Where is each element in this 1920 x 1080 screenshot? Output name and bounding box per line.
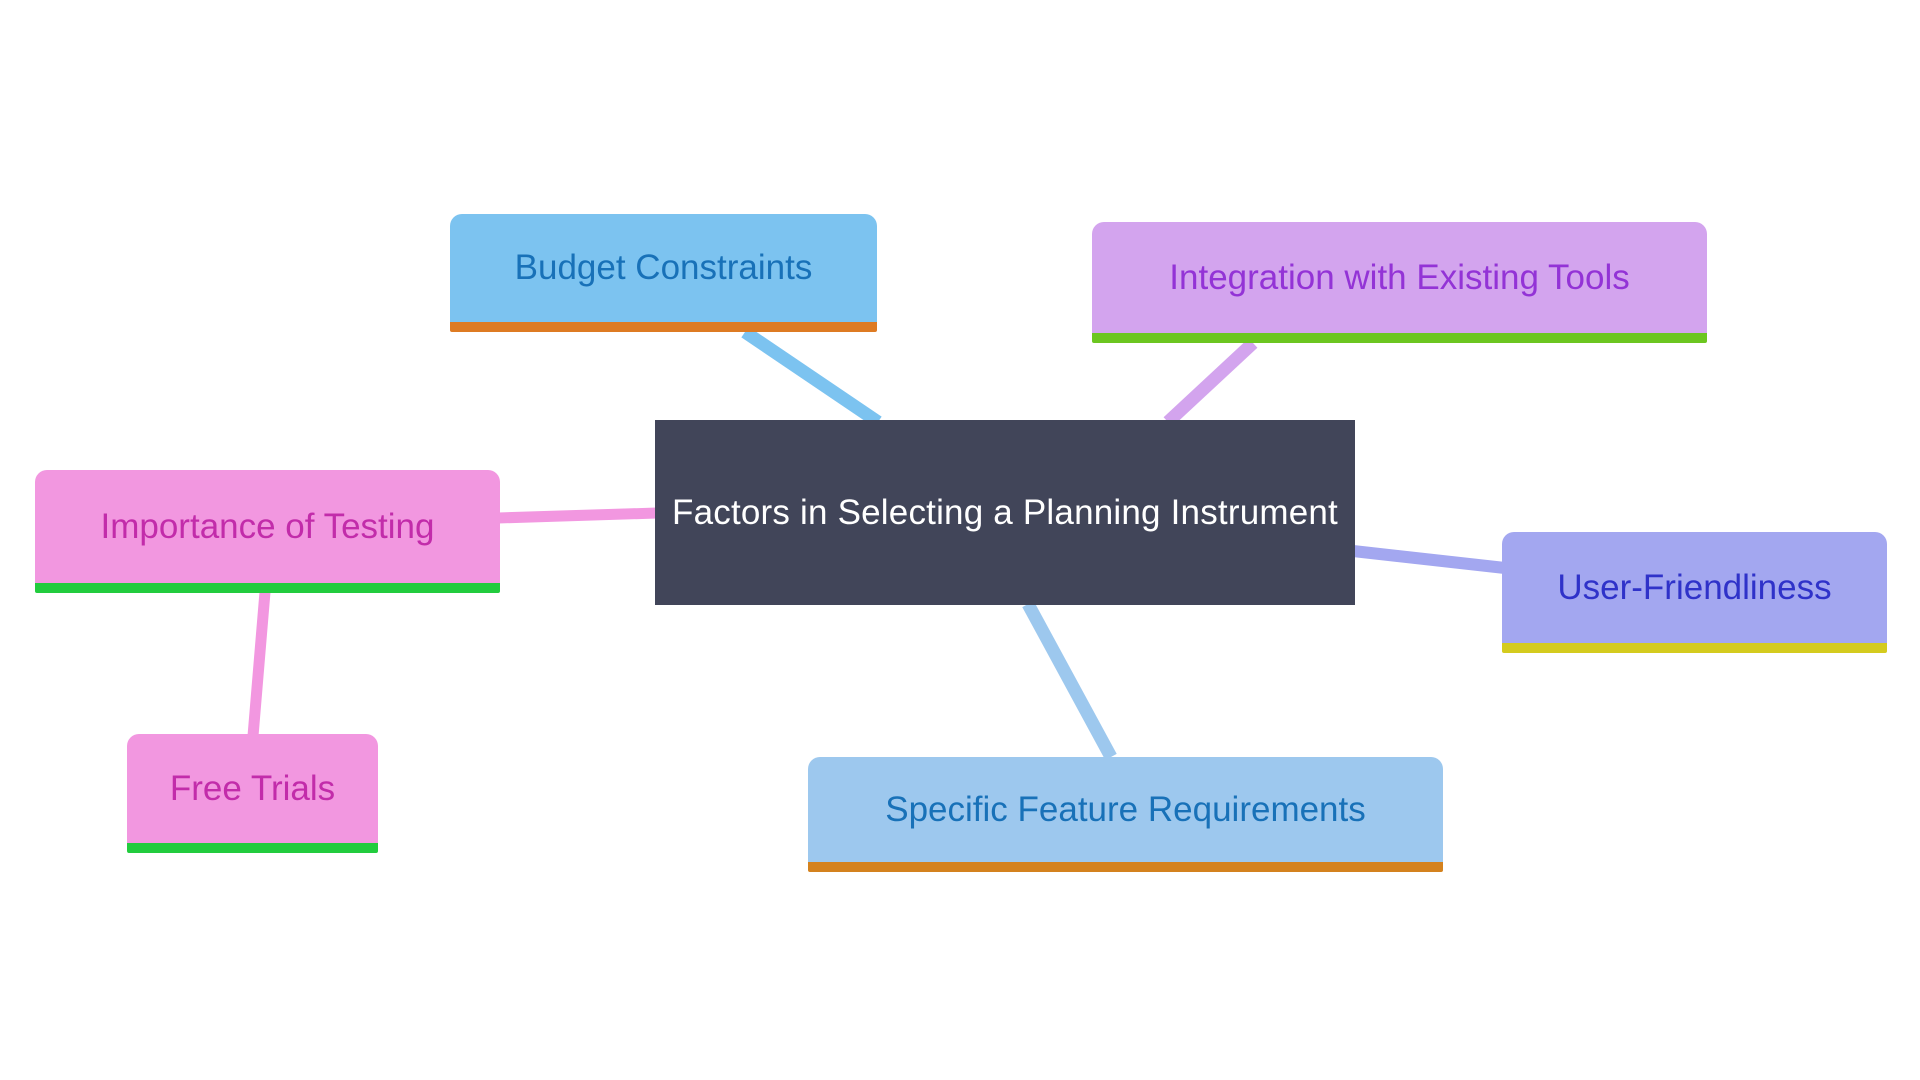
node-label: Specific Feature Requirements — [885, 789, 1366, 829]
edge-integration-to-central — [1163, 338, 1258, 427]
node-label: User-Friendliness — [1557, 567, 1832, 607]
central-node-label: Factors in Selecting a Planning Instrume… — [672, 492, 1338, 532]
node-label: Importance of Testing — [100, 506, 435, 546]
mindmap-node-importance-of-testing[interactable]: Importance of Testing — [35, 470, 500, 593]
edge-testing-to-central — [497, 507, 658, 524]
mindmap-node-free-trials[interactable]: Free Trials — [127, 734, 378, 853]
edge-central-to-userfriendly — [1352, 545, 1506, 574]
mindmap-node-specific-feature-requirements[interactable]: Specific Feature Requirements — [808, 757, 1443, 872]
mindmap-node-central-topic[interactable]: Factors in Selecting a Planning Instrume… — [655, 420, 1355, 605]
node-label: Free Trials — [169, 768, 336, 808]
mindmap-node-budget-constraints[interactable]: Budget Constraints — [450, 214, 877, 332]
mindmap-node-integration-with-existing-tools[interactable]: Integration with Existing Tools — [1092, 222, 1707, 343]
node-label: Budget Constraints — [514, 248, 813, 288]
edge-testing-to-freetrials — [247, 591, 271, 737]
edge-central-to-features — [1022, 600, 1117, 761]
mindmap-node-user-friendliness[interactable]: User-Friendliness — [1502, 532, 1887, 653]
edge-budget-to-central — [741, 326, 882, 428]
node-label: Integration with Existing Tools — [1169, 257, 1630, 297]
